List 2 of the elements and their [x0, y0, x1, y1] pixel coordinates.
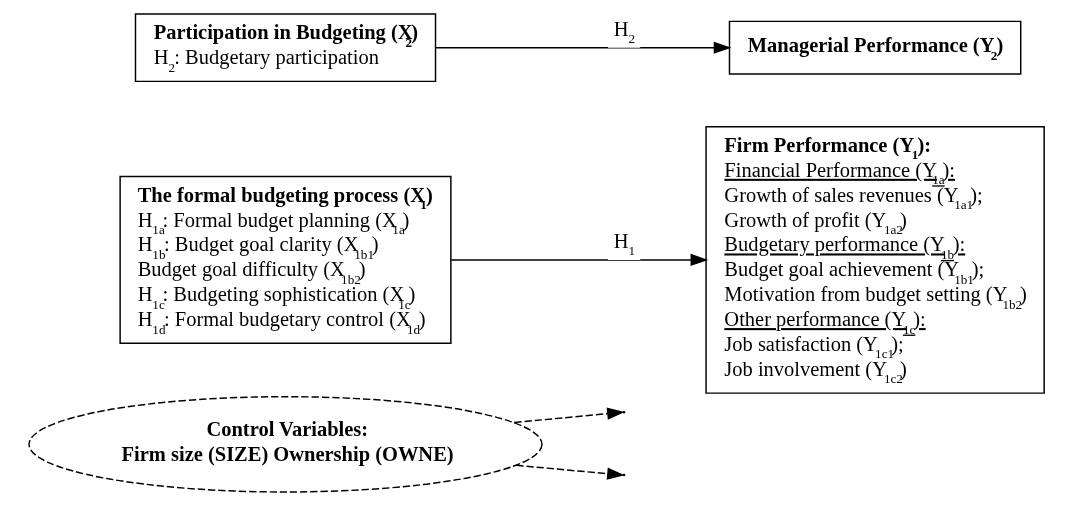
- edge-label: H$_{1}$: [613, 229, 636, 259]
- edge-label: H$_{2}$: [613, 17, 636, 47]
